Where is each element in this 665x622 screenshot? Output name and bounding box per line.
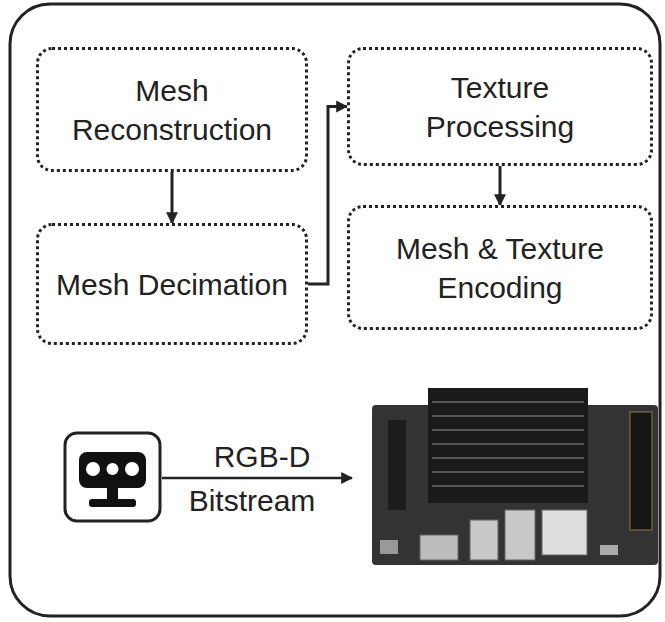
usb-port xyxy=(505,510,535,560)
heatsink-fin xyxy=(432,485,584,487)
camera-icon-frame xyxy=(65,433,160,521)
box-label: Mesh Decimation xyxy=(56,265,288,304)
heatsink-fin xyxy=(432,443,584,445)
pin-header xyxy=(630,412,652,530)
heatsink-fin xyxy=(432,415,584,417)
stream-label: Bitstream xyxy=(189,484,316,517)
usb-port xyxy=(470,520,498,560)
camera-body xyxy=(79,452,146,488)
camera-lens xyxy=(125,462,139,476)
process-box: Mesh & Texture Encoding xyxy=(347,205,653,330)
box-label: Mesh & Texture Encoding xyxy=(380,229,620,307)
outer-frame xyxy=(10,4,660,616)
camera-lens xyxy=(86,462,100,476)
micro-usb-port xyxy=(600,545,618,555)
flow-arrow xyxy=(308,107,347,285)
heatsink-fin xyxy=(432,429,584,431)
process-box: Texture Processing xyxy=(347,47,653,166)
heatsink-fin xyxy=(432,457,584,459)
stream-label: RGB-D xyxy=(214,440,311,473)
process-box: Mesh Reconstruction xyxy=(36,47,308,172)
power-jack xyxy=(380,540,398,554)
camera-base xyxy=(89,499,136,507)
flow-arrow xyxy=(499,166,502,205)
board-connector xyxy=(388,420,406,510)
board-pcb xyxy=(372,405,658,565)
heatsink-fin xyxy=(432,401,584,403)
camera-lens xyxy=(107,463,119,475)
flow-arrow xyxy=(171,172,174,223)
heatsink xyxy=(428,388,588,503)
box-label: Texture Processing xyxy=(380,68,620,146)
heatsink-fin xyxy=(432,471,584,473)
box-label: Mesh Reconstruction xyxy=(52,71,292,149)
ethernet-port xyxy=(542,510,587,555)
hdmi-port xyxy=(420,535,458,560)
process-box: Mesh Decimation xyxy=(36,223,308,345)
stream-arrow xyxy=(162,477,352,480)
